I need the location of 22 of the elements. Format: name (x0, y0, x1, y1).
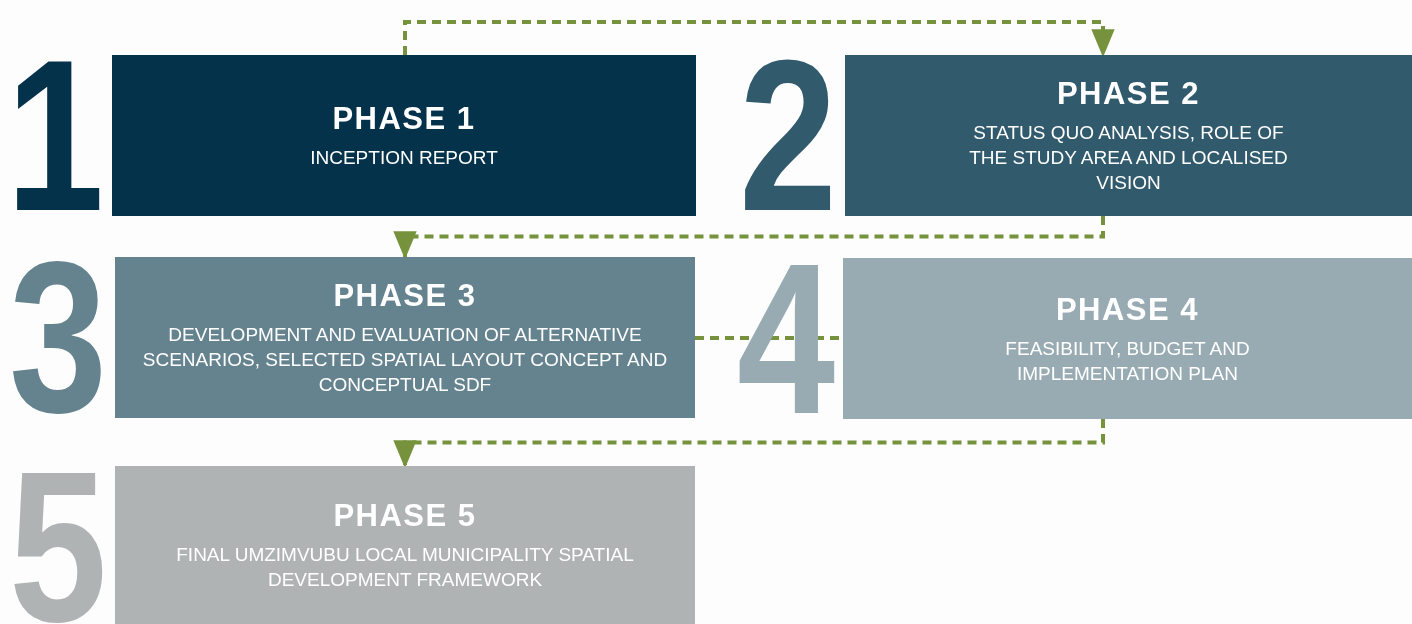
phase-number: 1 (4, 56, 104, 216)
phase-description: INCEPTION REPORT (310, 146, 498, 170)
phase-number: 3 (7, 258, 107, 418)
dashed-arrow (393, 419, 1105, 469)
phase-box (843, 258, 1412, 419)
phase-box (115, 466, 695, 624)
phase-box (115, 257, 695, 418)
phase-number: 2 (737, 56, 837, 216)
phase-title: PHASE 1 (332, 101, 476, 137)
phase-description: FEASIBILITY, BUDGET AND IMPLEMENTATION PLAN (1004, 336, 1251, 386)
phase-number: 5 (7, 467, 107, 624)
phase-title: PHASE 4 (1055, 291, 1200, 328)
phase-title: PHASE 3 (333, 278, 477, 314)
phase-title: PHASE 5 (333, 498, 477, 534)
dashed-arrow (393, 216, 1105, 260)
phase-description: STATUS QUO ANALYSIS, ROLE OF THE STUDY AREA AND LOCALISED VISION (968, 121, 1289, 195)
phase-title: PHASE 2 (1056, 76, 1201, 112)
phase-description: DEVELOPMENT AND EVALUATION OF ALTERNATIVE SCENARIOS, SELECTED SPATIAL LAYOUT CONCEPT AND CONCEPTUAL SDF (141, 323, 669, 397)
dashed-arrow (403, 20, 1115, 58)
phase-box (845, 55, 1412, 216)
phase-box (112, 55, 696, 216)
phase-description: FINAL UMZIMVUBU LOCAL MUNICIPALITY SPATIAL DEVELOPMENT FRAMEWORK (175, 543, 635, 592)
